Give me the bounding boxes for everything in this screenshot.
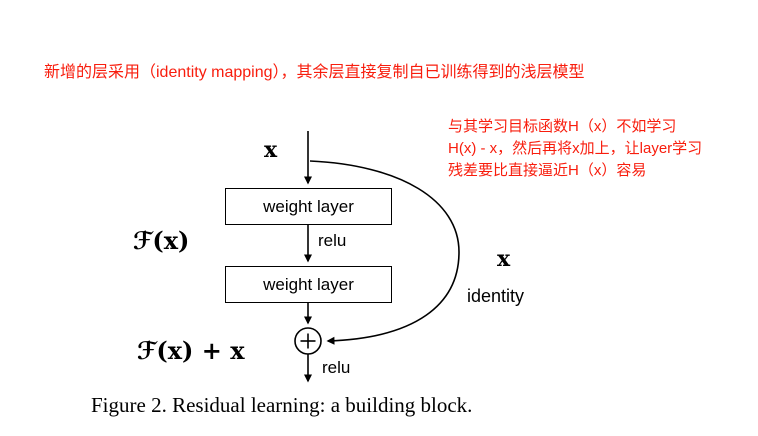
relu-mid-label: relu: [318, 231, 347, 250]
f-of-x-label: ℱ(x): [133, 226, 190, 255]
plus-icon: [294, 327, 322, 355]
weight-layer-2-box: weight layer: [225, 266, 392, 303]
relu-bottom-label: relu: [322, 358, 351, 377]
input-x-label: x: [264, 137, 278, 163]
weight-layer-1-box: weight layer: [225, 188, 392, 225]
side-annotation-line-3: 残差要比直接逼近H（x）容易: [448, 162, 647, 179]
figure-caption: Figure 2. Residual learning: a building …: [91, 393, 473, 417]
output-label: ℱ(x) + x: [137, 336, 245, 365]
identity-label: identity: [467, 286, 525, 306]
side-annotation: 与其学习目标函数H（x）不如学习 H(x) - x，然后再将x加上，让layer…: [448, 116, 702, 182]
identity-x-label: x: [497, 246, 511, 272]
top-annotation: 新增的层采用（identity mapping），其余层直接复制自已训练得到的浅…: [44, 64, 585, 81]
side-annotation-line-2: H(x) - x，然后再将x加上，让layer学习: [448, 140, 703, 157]
side-annotation-line-1: 与其学习目标函数H（x）不如学习: [448, 118, 677, 135]
